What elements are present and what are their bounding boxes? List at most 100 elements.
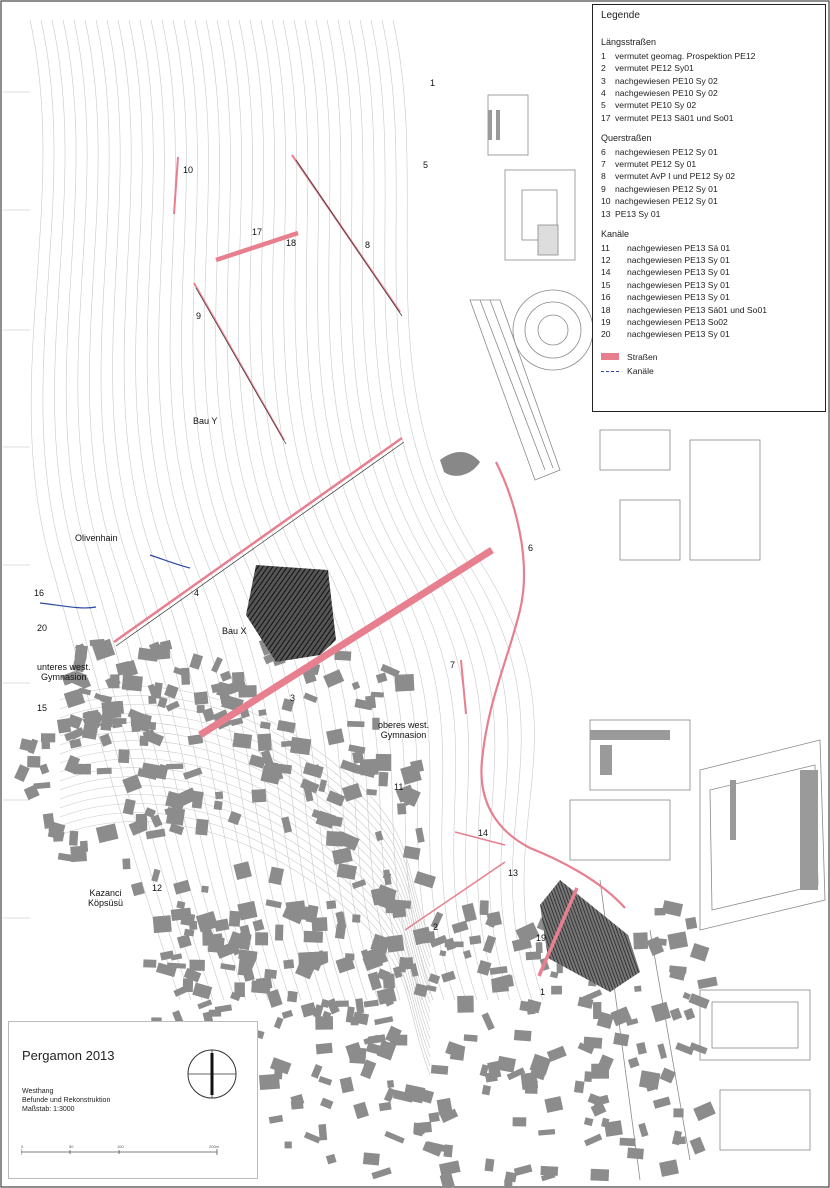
map-title: Pergamon 2013 bbox=[22, 1048, 115, 1063]
legend-item-text: nachgewiesen PE12 Sy 01 bbox=[615, 183, 718, 194]
legend-item: 17 vermutet PE13 Sä01 und So01 bbox=[601, 112, 817, 124]
road-7 bbox=[460, 659, 467, 715]
legend-item-number: 8 bbox=[601, 171, 606, 182]
label-3: 3 bbox=[290, 693, 296, 703]
legend-item-text: nachgewiesen PE12 Sy 01 bbox=[615, 196, 718, 207]
legend-item-number: 13 bbox=[601, 208, 611, 219]
label-7: 7 bbox=[450, 660, 456, 670]
label-9: 9 bbox=[196, 311, 202, 321]
legend-title: Legende bbox=[601, 10, 640, 21]
legend-item: 5 vermutet PE10 Sy 02 bbox=[601, 99, 817, 111]
legend-item-text: vermutet PE10 Sy 02 bbox=[615, 100, 697, 111]
legend-item-number: 2 bbox=[601, 63, 606, 74]
legend-item-number: 17 bbox=[601, 112, 611, 123]
title-box: Pergamon 2013 Westhang Befunde und Rekon… bbox=[8, 1021, 258, 1179]
road-swatch-icon bbox=[601, 353, 619, 361]
legend-item-text: nachgewiesen PE12 Sy 01 bbox=[615, 146, 718, 157]
ruin-cluster bbox=[440, 451, 480, 476]
legend-section-heading: Längsstraßen bbox=[601, 37, 657, 48]
label-18: 18 bbox=[286, 238, 297, 248]
label-unteres-gymnasion: unteres west.Gymnasion bbox=[37, 662, 91, 682]
label-16: 16 bbox=[34, 588, 45, 598]
legend-item-number: 1 bbox=[601, 50, 606, 61]
label-14: 14 bbox=[478, 828, 489, 838]
legend-item: 18 nachgewiesen PE13 Sä01 und So01 bbox=[601, 304, 817, 316]
label-1: 1 bbox=[540, 987, 546, 997]
label-2: 2 bbox=[433, 922, 439, 932]
legend-item: 10 nachgewiesen PE12 Sy 01 bbox=[601, 195, 817, 207]
legend-section-heading: Querstraßen bbox=[601, 133, 652, 144]
label-8: 8 bbox=[365, 240, 371, 250]
legend-item-text: vermutet AvP I und PE12 Sy 02 bbox=[615, 171, 736, 182]
road-6 bbox=[480, 461, 626, 909]
modern-town-buildings bbox=[14, 635, 718, 1188]
legend-item-number: 18 bbox=[601, 304, 611, 315]
road-1 bbox=[537, 887, 579, 977]
label-1-top: 1 bbox=[430, 78, 436, 88]
legend-item-number: 4 bbox=[601, 88, 606, 99]
legend-item-text: nachgewiesen PE13 So02 bbox=[627, 316, 728, 327]
legend-item: 4 nachgewiesen PE10 Sy 02 bbox=[601, 87, 817, 99]
legend-item: 19 nachgewiesen PE13 So02 bbox=[601, 316, 817, 328]
legend-item-number: 16 bbox=[601, 292, 611, 303]
legend-item-text: nachgewiesen PE13 Sy 01 bbox=[627, 292, 730, 303]
canals bbox=[39, 554, 191, 609]
legend-item-text: PE13 Sy 01 bbox=[615, 208, 661, 219]
grid-ticks bbox=[3, 91, 30, 919]
legend-item: 13 PE13 Sy 01 bbox=[601, 208, 817, 220]
canal-swatch-icon bbox=[601, 370, 619, 372]
legend-item-text: vermutet PE12 Sy 01 bbox=[615, 159, 697, 170]
canal-olivenhain bbox=[149, 554, 191, 569]
canal-16 bbox=[39, 602, 97, 609]
label-6: 6 bbox=[528, 543, 534, 553]
legend-item-number: 3 bbox=[601, 75, 606, 86]
road-4 bbox=[113, 436, 403, 644]
label-4: 4 bbox=[194, 588, 200, 598]
road-13 bbox=[454, 831, 506, 846]
legend-item-text: nachgewiesen PE13 Sä 01 bbox=[627, 242, 731, 253]
legend-item: 7 vermutet PE12 Sy 01 bbox=[601, 158, 817, 170]
legend-item: 11 nachgewiesen PE13 Sä 01 bbox=[601, 242, 817, 254]
legend-item-number: 10 bbox=[601, 196, 611, 207]
legend-item-number: 19 bbox=[601, 316, 611, 327]
label-12: 12 bbox=[152, 883, 163, 893]
legend-item-number: 12 bbox=[601, 254, 611, 265]
legend-item-text: vermutet PE12 Sy01 bbox=[615, 63, 694, 74]
legend-item-number: 15 bbox=[601, 279, 611, 290]
legend-item: 2 vermutet PE12 Sy01 bbox=[601, 62, 817, 74]
legend-item-text: nachgewiesen PE13 Sy 01 bbox=[627, 267, 730, 278]
north-arrow-icon bbox=[187, 1049, 237, 1099]
legend-item-text: nachgewiesen PE10 Sy 02 bbox=[615, 88, 718, 99]
excavation-bau-x bbox=[246, 565, 336, 662]
label-10: 10 bbox=[183, 165, 194, 175]
label-5: 5 bbox=[423, 160, 429, 170]
label-19: 19 bbox=[536, 933, 547, 943]
label-bau-y: Bau Y bbox=[193, 416, 218, 426]
road-edge-details bbox=[115, 159, 405, 647]
legend-item: 8 vermutet AvP I und PE12 Sy 02 bbox=[601, 170, 817, 182]
legend-item-number: 5 bbox=[601, 100, 606, 111]
map-subtitle: Westhang Befunde und Rekonstruktion Maßs… bbox=[22, 1088, 111, 1113]
label-13: 13 bbox=[508, 868, 519, 878]
legend-item-text: nachgewiesen PE13 Sä01 und So01 bbox=[627, 304, 767, 315]
legend-item-text: vermutet PE13 Sä01 und So01 bbox=[615, 112, 734, 123]
legend-section-heading: Kanäle bbox=[601, 229, 630, 240]
label-15: 15 bbox=[37, 703, 48, 713]
road-17 bbox=[215, 230, 299, 263]
legend-item-number: 7 bbox=[601, 159, 606, 170]
road-10 bbox=[173, 156, 179, 215]
legend-key-canals: Kanäle bbox=[601, 365, 817, 377]
label-17: 17 bbox=[252, 227, 263, 237]
legend-item-number: 11 bbox=[601, 242, 610, 253]
excavation-sector-19 bbox=[540, 880, 640, 992]
